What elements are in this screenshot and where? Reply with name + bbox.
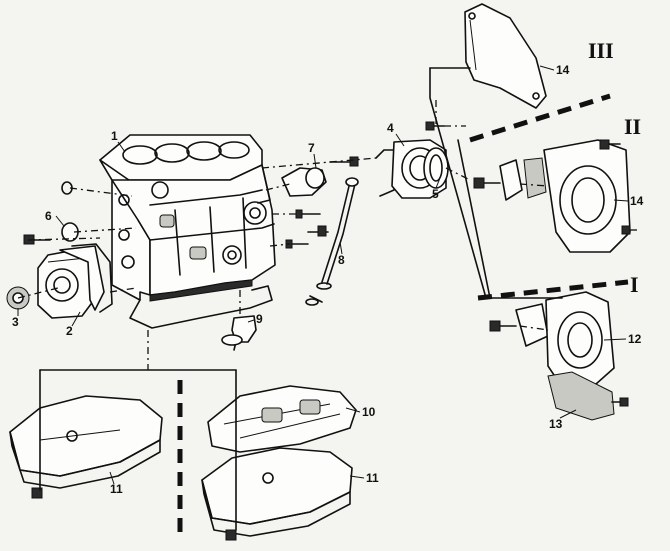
- variant-i-parts: [489, 291, 629, 421]
- oil-pan-right: [201, 447, 353, 541]
- front-seal-housing: [37, 245, 105, 319]
- variant-iii-label: III: [588, 38, 614, 63]
- callout-1: 1: [111, 129, 118, 143]
- callout-8: 8: [338, 253, 345, 267]
- callout-14-variant-ii: 14: [630, 194, 644, 208]
- variant-labels: I II III: [588, 38, 641, 297]
- assembly-lines: [17, 67, 640, 531]
- callout-3: 3: [12, 315, 19, 329]
- callout-12: 12: [628, 332, 642, 346]
- callout-10: 10: [362, 405, 376, 419]
- dipstick-tube: [305, 177, 359, 306]
- callout-11-right: 11: [366, 471, 379, 485]
- callout-4: 4: [387, 121, 394, 135]
- variant-i-label: I: [630, 272, 639, 297]
- callout-labels: 1 2 3 4 5 6 7 8 9 10 11 11 12 13 14 14: [12, 63, 644, 496]
- cylinder-block: [99, 134, 276, 302]
- rear-seal-housing: [375, 121, 449, 199]
- oil-pan-baffle: [207, 385, 357, 453]
- callout-5: 5: [432, 187, 439, 201]
- oil-strainer: [221, 315, 257, 351]
- callout-14-variant-iii: 14: [556, 63, 570, 77]
- callout-11-left: 11: [110, 482, 123, 496]
- variant-ii-label: II: [624, 114, 641, 139]
- variant-ii-parts: [473, 139, 631, 253]
- callout-7: 7: [308, 141, 315, 155]
- callout-9: 9: [256, 312, 263, 326]
- front-gasket: [71, 243, 113, 313]
- callout-6: 6: [45, 209, 52, 223]
- side-cover: [281, 156, 359, 197]
- oil-pan-gasket: [129, 285, 273, 329]
- variant-separators: [177, 93, 629, 540]
- block-bolts: [285, 209, 329, 249]
- oil-pan-left: [9, 395, 163, 499]
- variant-iii-rear-plate: [464, 3, 547, 109]
- callout-2: 2: [66, 324, 73, 338]
- callout-13: 13: [549, 417, 563, 431]
